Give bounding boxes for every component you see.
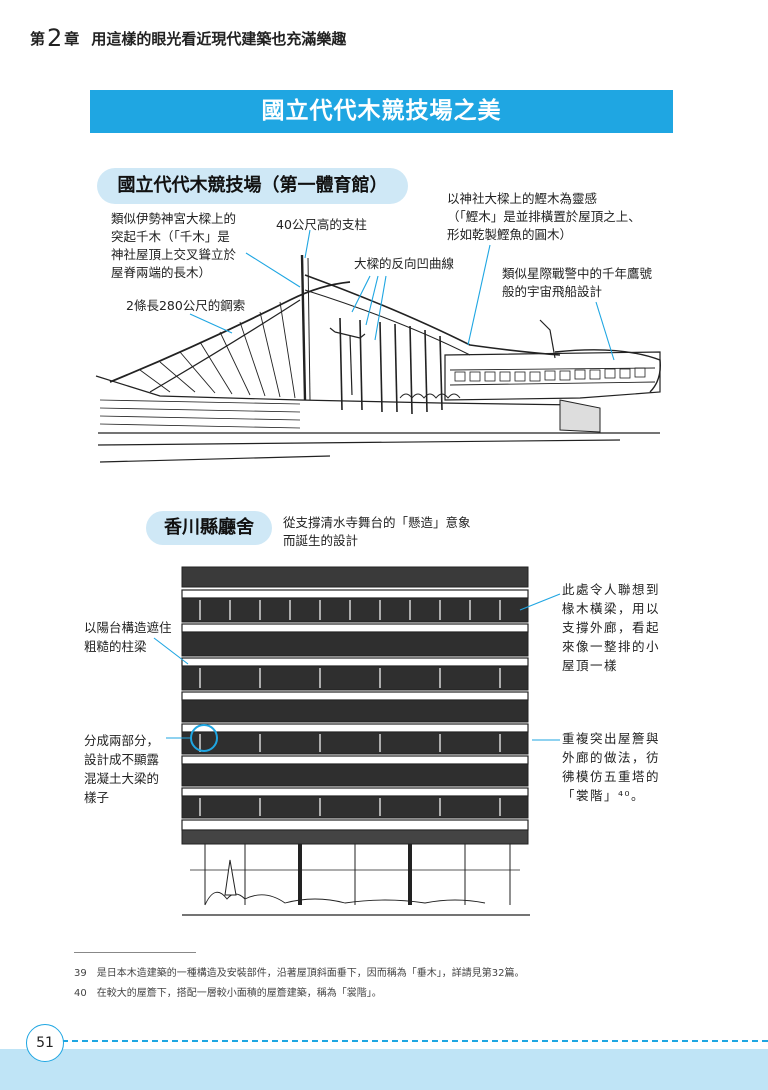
annotation-beam-line: 混凝土大梁的 [84,771,160,786]
page-dash-line [62,1040,768,1042]
annotation-spaceship-line: 類似星際戰警中的千年鷹號 [502,266,653,281]
annotation-curve: 大樑的反向凹曲線 [354,256,455,271]
annotation-pagoda-line: 重複突出屋簷與 [562,731,661,746]
annotation-pagoda-line: 外廊的做法，彷 [562,750,661,765]
annotation-beam-line: 分成兩部分， [84,733,160,748]
annotation-rafter-line: 此處令人聯想到 [562,582,661,597]
annotation-beam: 分成兩部分， 設計成不顯露 混凝土大梁的 樣子 [84,731,159,807]
annotation-balcony-line: 粗糙的柱梁 [84,639,147,654]
stadium-title-pill: 國立代代木競技場（第一體育館） [97,168,408,204]
annotation-rafter: 此處令人聯想到 椽木橫梁，用以 支撐外廊，看起 來像一整排的小 屋頂一樣 [562,580,660,675]
annotation-rafter-line: 椽木橫梁，用以 [562,601,661,616]
annotation-rafter-line: 支撐外廊，看起 [562,620,661,635]
annotation-pagoda-line: 「裳階」⁴⁰。 [562,788,646,803]
chapter-prefix: 第 [30,30,46,48]
annotation-chigi-line: 類似伊勢神宮大樑上的 [111,211,237,226]
annotation-rafter-line: 屋頂一樣 [562,658,619,673]
annotation-chigi: 類似伊勢神宮大樑上的 突起千木（「千木」是 神社屋頂上交叉聳立於 屋脊兩端的長木… [111,210,236,282]
annotation-balcony-line: 以陽台構造遮住 [84,620,172,635]
annotation-katsuogi: 以神社大樑上的鰹木為靈感 （「鰹木」是並排橫置於屋頂之上、 形如乾製鰹魚的圓木） [447,190,641,244]
kagawa-subtitle: 從支撐清水寺舞台的「懸造」意象 而誕生的設計 [283,514,471,550]
annotation-katsuogi-line: （「鰹木」是並排橫置於屋頂之上、 [447,209,641,224]
annotation-beam-line: 設計成不顯露 [84,752,160,767]
annotation-cable: 2條長280公尺的鋼索 [126,298,246,313]
annotation-spaceship: 類似星際戰警中的千年鷹號 般的宇宙飛船設計 [502,265,652,301]
annotation-pagoda: 重複突出屋簷與 外廊的做法，彷 彿模仿五重塔的 「裳階」⁴⁰。 [562,729,660,805]
kagawa-subtitle-line: 從支撐清水寺舞台的「懸造」意象 [283,515,471,530]
page-number: 51 [26,1024,64,1062]
section-banner: 國立代代木競技場之美 [90,90,673,133]
stadium-sketch [95,254,661,463]
annotation-beam-line: 樣子 [84,790,110,805]
annotation-balcony: 以陽台構造遮住 粗糙的柱梁 [84,618,172,656]
footnote-40: 40 在較大的屋簷下，搭配一層較小面積的屋簷建築，稱為「裳階」。 [74,988,382,999]
annotation-rafter-line: 來像一整排的小 [562,639,661,654]
chapter-suffix: 章 [64,30,80,48]
chapter-title: 用這樣的眼光看近現代建築也充滿樂趣 [91,30,347,48]
kagawa-subtitle-line: 而誕生的設計 [283,533,359,548]
annotation-katsuogi-line: 形如乾製鰹魚的圓木） [447,227,573,242]
annotation-spaceship-line: 般的宇宙飛船設計 [502,284,603,299]
annotation-katsuogi-line: 以神社大樑上的鰹木為靈感 [447,191,598,206]
footnote-divider [74,952,196,953]
chapter-number: 2 [47,24,63,52]
annotation-chigi-line: 突起千木（「千木」是 [111,229,230,244]
annotation-pillar: 40公尺高的支柱 [276,217,367,232]
kagawa-building-sketch [181,566,530,916]
bottom-band [0,1049,768,1090]
footnote-39: 39 是日本木造建築的一種構造及安裝部件，沿著屋頂斜面垂下，因而稱為「垂木」，詳… [74,968,525,979]
annotation-chigi-line: 屋脊兩端的長木） [111,265,212,280]
kagawa-title-pill: 香川縣廳舍 [146,511,272,545]
building-floors [181,589,529,845]
annotation-pagoda-line: 彿模仿五重塔的 [562,769,661,784]
ground-floor [182,844,530,916]
annotation-chigi-line: 神社屋頂上交叉聳立於 [111,247,237,262]
